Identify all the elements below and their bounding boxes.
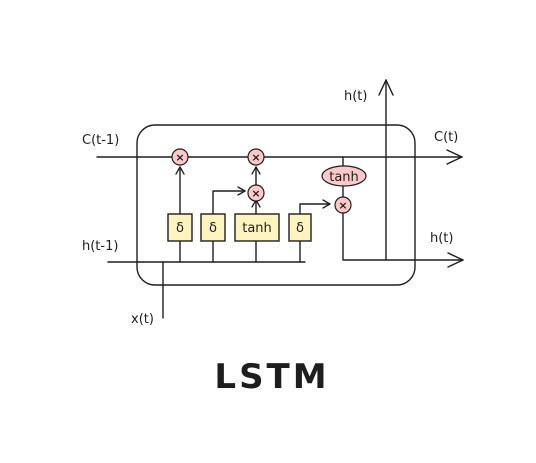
forget-gate: δ (167, 213, 193, 242)
forget-multiply-operator: × (171, 148, 189, 166)
h-out-top-label: h(t) (344, 89, 367, 104)
x-input-label: x(t) (131, 312, 154, 327)
cell-add-operator: × (247, 148, 265, 166)
cell-tanh-operator: tanh (321, 165, 367, 187)
output-multiply-operator: × (334, 196, 352, 214)
input-gate: δ (200, 213, 226, 242)
forget-gate-label: δ (176, 221, 184, 236)
h-prev-label: h(t-1) (82, 239, 118, 254)
cell-tanh-label: tanh (329, 170, 359, 185)
output-gate: δ (288, 213, 312, 242)
input-multiply-operator: × (247, 184, 265, 202)
hidden-output-line (342, 212, 464, 268)
candidate-gate-label: tanh (242, 221, 272, 236)
lstm-cell-box (136, 124, 416, 286)
input-gate-arrow (212, 186, 246, 215)
candidate-gate: tanh (234, 213, 280, 242)
multiply-icon: × (338, 199, 347, 212)
output-gate-arrow (299, 199, 331, 215)
multiply-icon: × (251, 151, 260, 164)
c-prev-label: C(t-1) (82, 133, 119, 148)
output-gate-label: δ (296, 221, 304, 236)
input-gate-label: δ (209, 221, 217, 236)
c-out-label: C(t) (434, 130, 458, 145)
multiply-icon: × (251, 187, 260, 200)
diagram-title: LSTM (214, 357, 329, 397)
multiply-icon: × (175, 151, 184, 164)
h-out-right-label: h(t) (430, 231, 453, 246)
